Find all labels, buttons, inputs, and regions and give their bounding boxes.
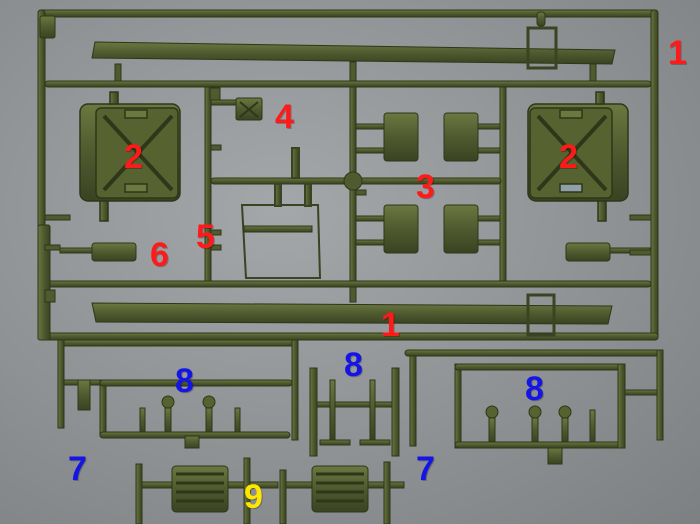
part-1-top-bar (91, 11, 616, 70)
part-9-grilles (135, 457, 405, 524)
label-part-1-bottom: 1 (381, 306, 400, 344)
center-small-sprue (309, 367, 400, 457)
label-part-5: 5 (196, 218, 215, 256)
label-part-3: 3 (416, 168, 435, 206)
lower-left-sprue (57, 339, 299, 449)
label-part-8-right: 8 (525, 370, 544, 408)
part-3-plates (343, 112, 501, 254)
label-part-6: 6 (150, 236, 169, 274)
label-part-1-top: 1 (668, 34, 687, 72)
part-4-block (210, 97, 263, 121)
part-5-frame (240, 147, 322, 279)
part-1-bottom-bar (91, 293, 613, 337)
upper-frame (37, 9, 659, 341)
lower-right-sprue (404, 349, 664, 465)
part-2-left-panel (79, 91, 181, 222)
label-part-2-left: 2 (124, 138, 143, 176)
label-part-2-right: 2 (559, 138, 578, 176)
label-part-8-left: 8 (175, 362, 194, 400)
label-part-7-right: 7 (416, 450, 435, 488)
part-2-right-panel (527, 91, 629, 222)
label-part-8-center: 8 (344, 346, 363, 384)
label-part-4: 4 (275, 98, 294, 136)
label-part-9: 9 (244, 478, 263, 516)
frame-stubs (44, 61, 652, 303)
label-part-7-left: 7 (68, 450, 87, 488)
